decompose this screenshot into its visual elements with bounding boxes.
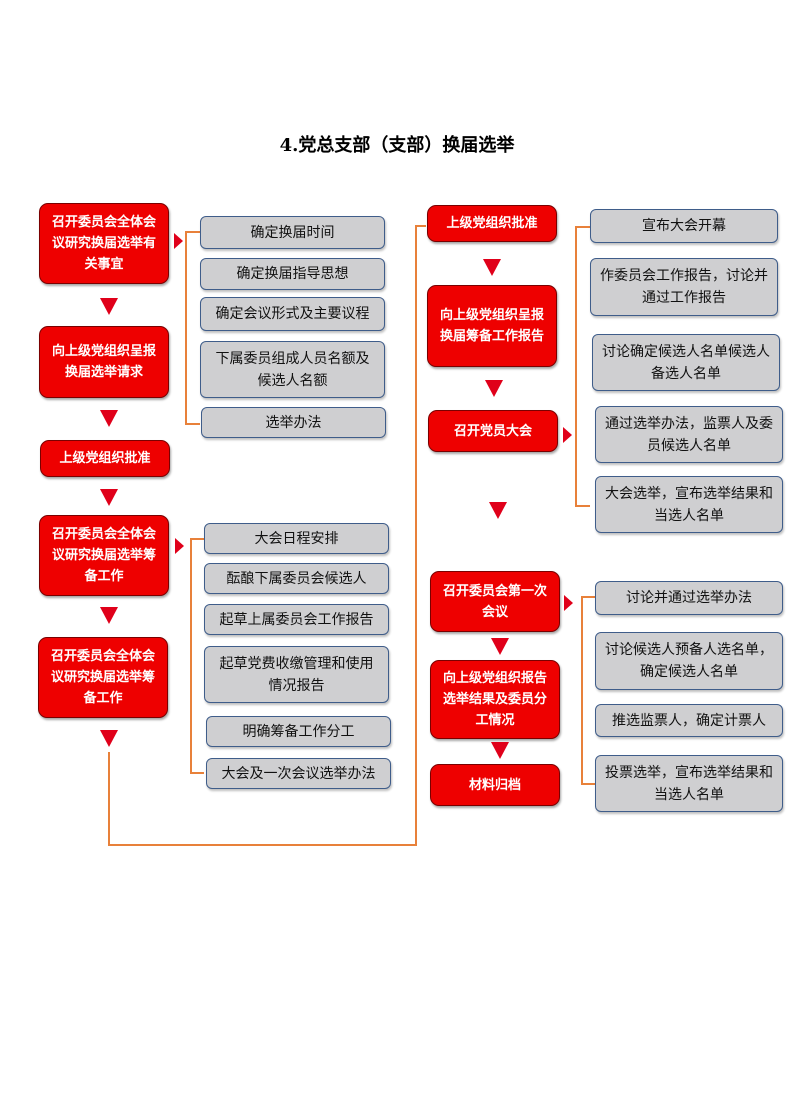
page-title: 4.党总支部（支部）换届选举 [279,135,515,156]
right-g1-item-1: 宣布大会开幕 [590,209,778,243]
arrow-down-right-3 [489,502,507,519]
arrow-down-left-1 [100,298,118,315]
arrow-right-right-group2 [564,595,573,611]
left-step-2: 向上级党组织呈报换届选举请求 [39,326,169,398]
arrow-down-left-3 [100,489,118,506]
arrow-down-right-1 [483,259,501,276]
arrow-down-right-2 [485,380,503,397]
left-g2-item-6: 大会及一次会议选举办法 [206,758,391,789]
bracket-right-group2 [581,596,595,785]
bracket-left-group1 [185,231,200,425]
right-step-6: 材料归档 [430,764,560,806]
bracket-right-group1 [575,226,590,507]
arrow-right-left-group2 [175,538,184,554]
right-g2-item-2: 讨论候选人预备人选名单，确定候选人名单 [595,632,783,690]
arrow-down-left-4 [100,607,118,624]
left-step-5: 召开委员会全体会议研究换届选举筹备工作 [38,637,168,718]
left-g2-item-5: 明确筹备工作分工 [206,716,391,747]
left-g2-item-4: 起草党费收缴管理和使用情况报告 [204,646,389,703]
left-g1-item-4: 下属委员组成人员名额及候选人名额 [200,341,385,398]
left-g1-item-5: 选举办法 [201,407,386,438]
left-g1-item-2: 确定换届指导思想 [200,258,385,290]
right-g1-item-5: 大会选举，宣布选举结果和当选人名单 [595,476,783,533]
right-g1-item-2: 作委员会工作报告，讨论并通过工作报告 [590,258,778,316]
right-g2-item-1: 讨论并通过选举办法 [595,581,783,615]
continuation-line [108,225,426,846]
arrow-down-right-4 [491,638,509,655]
right-g1-item-4: 通过选举办法，监票人及委员候选人名单 [595,406,783,463]
right-g2-item-3: 推选监票人，确定计票人 [595,704,783,737]
left-step-1: 召开委员会全体会议研究换届选举有关事宜 [39,203,169,284]
right-step-1: 上级党组织批准 [427,205,557,242]
left-g2-item-2: 酝酿下属委员会候选人 [204,563,389,594]
arrow-down-right-5 [491,742,509,759]
left-g2-item-3: 起草上属委员会工作报告 [204,604,389,635]
arrow-down-left-2 [100,410,118,427]
arrow-right-right-group1 [563,427,572,443]
right-g2-item-4: 投票选举，宣布选举结果和当选人名单 [595,755,783,812]
left-g2-item-1: 大会日程安排 [204,523,389,554]
arrow-right-left-group1 [174,233,183,249]
bracket-left-group2 [190,538,204,774]
left-step-3: 上级党组织批准 [40,440,170,477]
right-step-2: 向上级党组织呈报换届筹备工作报告 [427,285,557,367]
arrow-down-left-5 [100,730,118,747]
right-g1-item-3: 讨论确定候选人名单候选人备选人名单 [592,334,780,391]
left-step-4: 召开委员会全体会议研究换届选举筹备工作 [39,515,169,596]
right-step-5: 向上级党组织报告选举结果及委员分工情况 [430,660,560,739]
left-g1-item-3: 确定会议形式及主要议程 [200,297,385,331]
left-g1-item-1: 确定换届时间 [200,216,385,249]
right-step-3: 召开党员大会 [428,410,558,452]
right-step-4: 召开委员会第一次会议 [430,571,560,632]
